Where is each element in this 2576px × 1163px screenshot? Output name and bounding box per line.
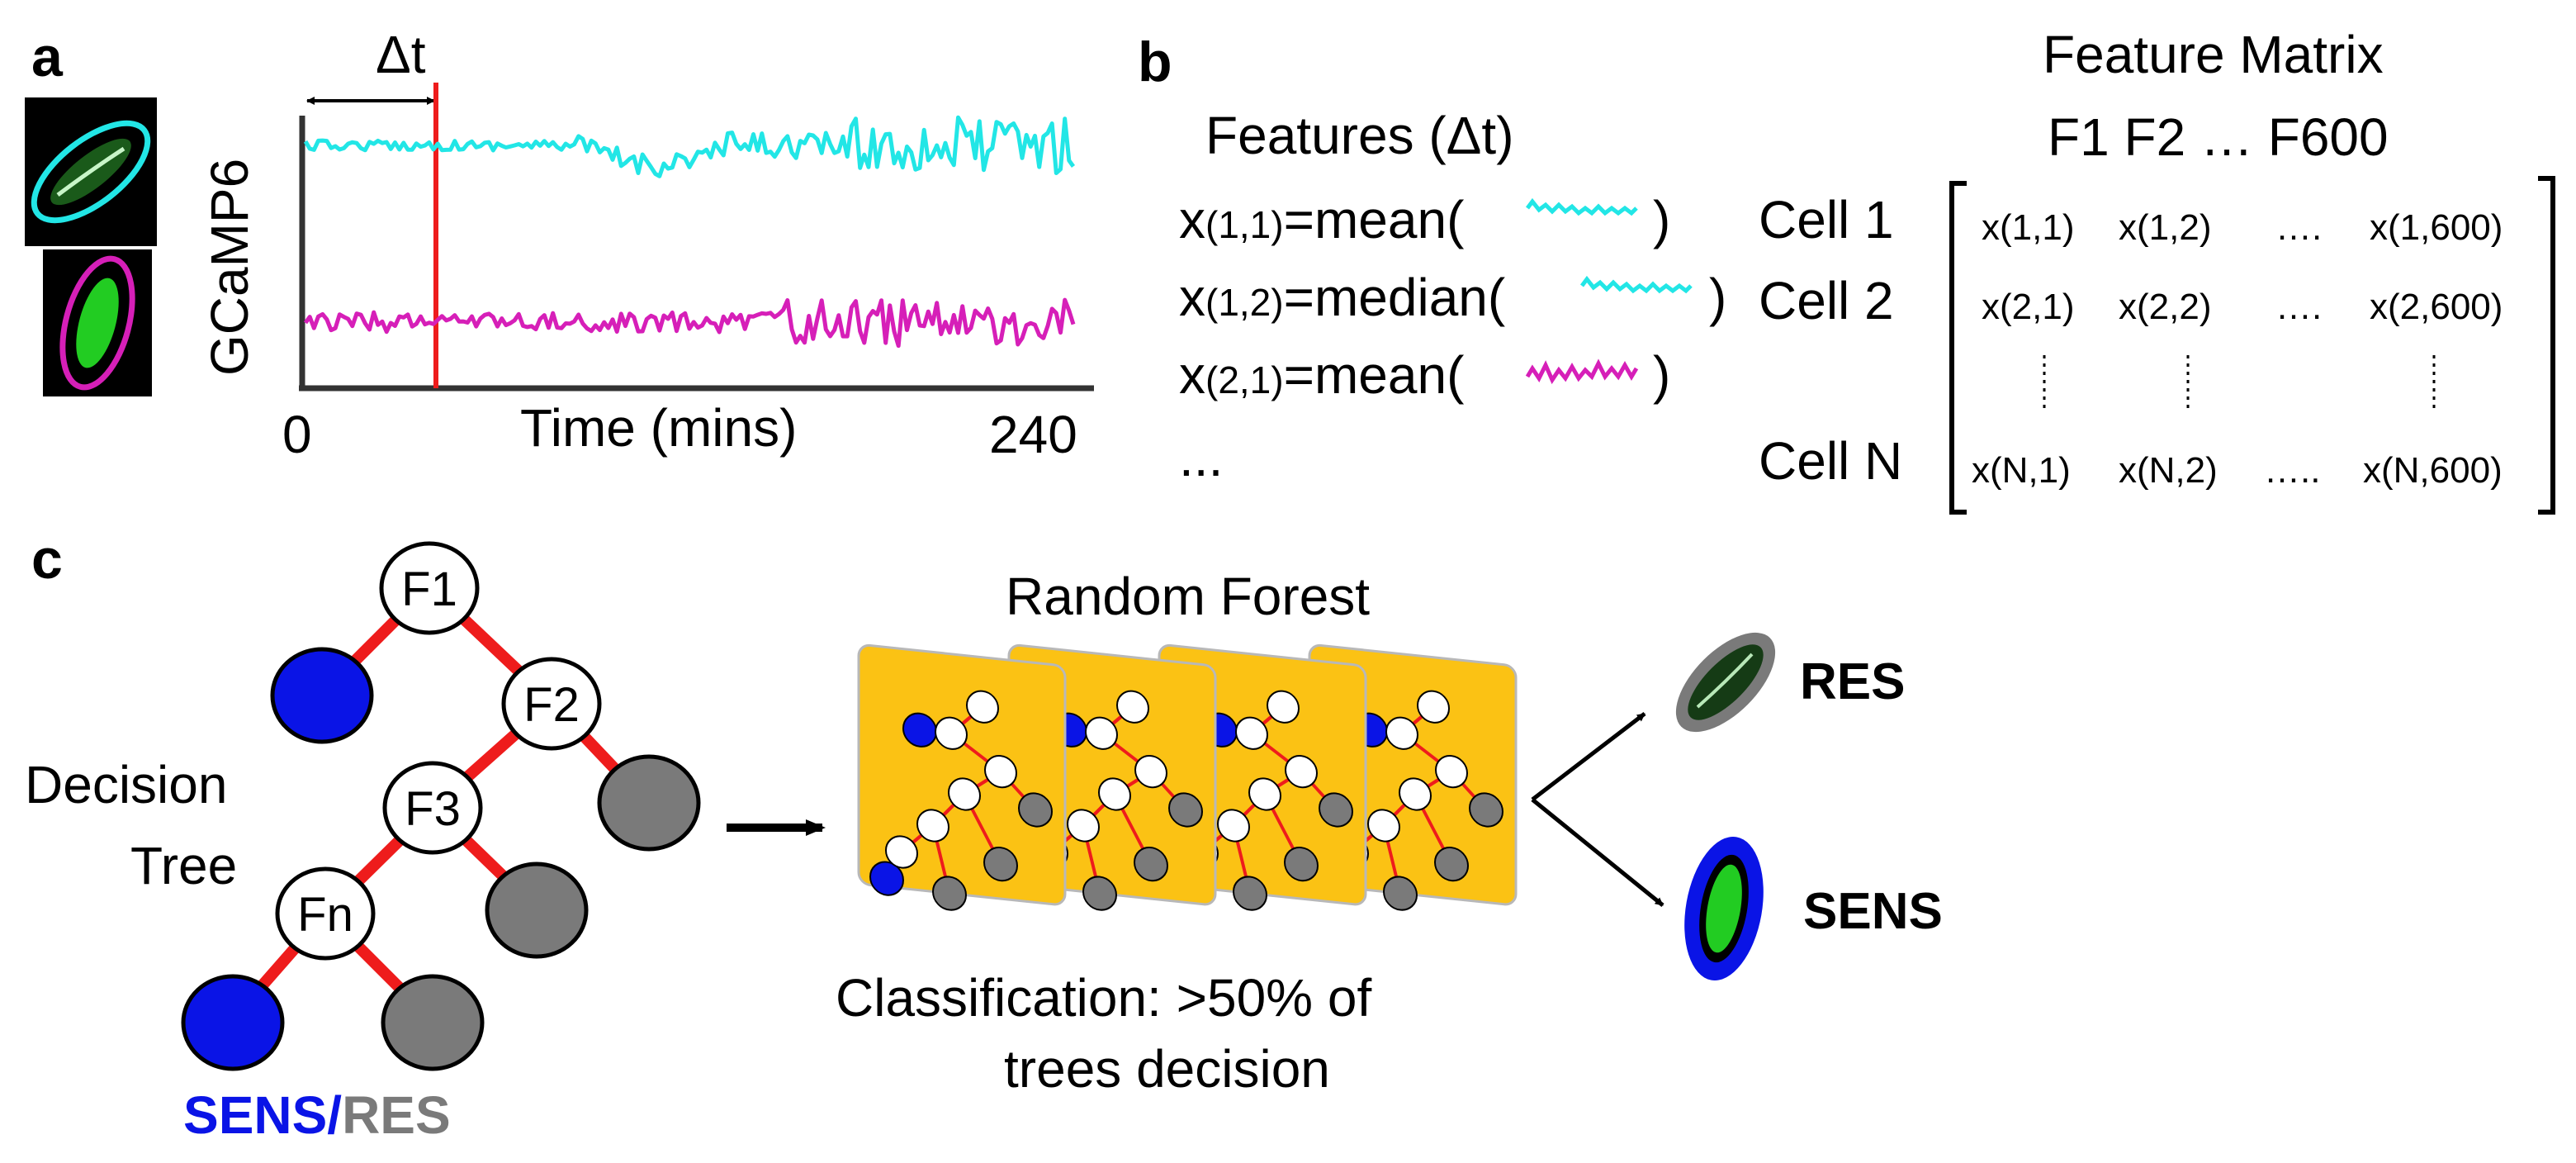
matrix-columns: F1 F2 … F600 bbox=[2048, 107, 2389, 167]
svg-text:Fn: Fn bbox=[297, 888, 353, 942]
x-tick-start: 0 bbox=[282, 405, 312, 464]
output-res-label: RES bbox=[1800, 653, 1905, 710]
features-ellipsis: ... bbox=[1179, 428, 1223, 487]
matrix-bracket-right bbox=[2538, 176, 2555, 515]
svg-text:): ) bbox=[1653, 190, 1670, 249]
leaf-res-f3 bbox=[485, 862, 589, 959]
svg-text:x(2,2): x(2,2) bbox=[2119, 287, 2211, 327]
feature-row-1: x(1,1)=mean( ) bbox=[1179, 190, 1670, 249]
matrix-vertical-dots bbox=[2043, 355, 2436, 410]
row-label-cell-n: Cell N bbox=[1759, 431, 1902, 491]
leaf-res-fn bbox=[381, 974, 485, 1071]
cell-thumbnail-magenta bbox=[43, 249, 152, 396]
svg-text:x(1,1)=mean(: x(1,1)=mean( bbox=[1179, 190, 1464, 249]
panel-c-label: c bbox=[31, 528, 63, 591]
leaf-sens-fn bbox=[181, 974, 285, 1071]
random-forest-cards bbox=[857, 643, 1518, 911]
node-fn bbox=[275, 866, 376, 961]
svg-text:x(1,600): x(1,600) bbox=[2370, 207, 2503, 248]
output-sens-label: SENS bbox=[1803, 883, 1943, 940]
matrix-bracket-left bbox=[1949, 181, 1967, 515]
tree-label-line1: Decision bbox=[25, 755, 227, 814]
svg-text:…..: ….. bbox=[2264, 450, 2320, 491]
svg-text:….: …. bbox=[2275, 287, 2322, 327]
decision-tree-nodes bbox=[181, 541, 701, 1071]
svg-text:x(N,2): x(N,2) bbox=[2119, 450, 2218, 491]
classification-line2: trees decision bbox=[1004, 1039, 1330, 1099]
magenta-trace bbox=[303, 297, 1076, 349]
matrix-row-2: x(2,1) x(2,2) …. x(2,600) bbox=[1982, 287, 2503, 327]
tree-label-line2: Tree bbox=[130, 836, 237, 895]
x-axis-label: Time (mins) bbox=[520, 398, 797, 458]
svg-text:x(2,600): x(2,600) bbox=[2370, 287, 2503, 327]
classification-line1: Classification: >50% of bbox=[836, 968, 1371, 1028]
delta-t-marker bbox=[306, 83, 438, 388]
output-arrows bbox=[1531, 712, 1664, 907]
svg-text:x(1,1): x(1,1) bbox=[1982, 207, 2074, 248]
svg-text:x(1,2): x(1,2) bbox=[2119, 207, 2211, 248]
matrix-title: Feature Matrix bbox=[2043, 25, 2384, 84]
trace-axes bbox=[299, 116, 1094, 392]
matrix-row-n: x(N,1) x(N,2) ….. x(N,600) bbox=[1972, 450, 2503, 491]
svg-text:x(2,1)=mean(: x(2,1)=mean( bbox=[1179, 345, 1464, 405]
row-label-cell-2: Cell 2 bbox=[1759, 271, 1894, 330]
output-cell-sens bbox=[1684, 836, 1764, 981]
cell-thumbnail-cyan bbox=[25, 97, 157, 246]
leaf-res-f2 bbox=[597, 754, 701, 852]
leaf-sens-top bbox=[270, 647, 374, 744]
features-title: Features (Δt) bbox=[1205, 106, 1514, 165]
row-label-cell-1: Cell 1 bbox=[1759, 190, 1894, 249]
svg-text:….: …. bbox=[2275, 207, 2322, 248]
matrix-row-1: x(1,1) x(1,2) …. x(1,600) bbox=[1982, 207, 2503, 248]
output-cell-res bbox=[1675, 632, 1776, 733]
panel-a-label: a bbox=[31, 26, 64, 88]
svg-text:F1: F1 bbox=[401, 563, 457, 616]
panel-b-label: b bbox=[1138, 31, 1172, 93]
svg-text:F3: F3 bbox=[405, 782, 461, 836]
svg-text:x(1,2)=median(: x(1,2)=median( bbox=[1179, 268, 1505, 327]
y-axis-label: GCaMP6 bbox=[200, 159, 259, 376]
forest-card-1 bbox=[857, 643, 1067, 911]
svg-text:): ) bbox=[1653, 345, 1670, 405]
node-f1 bbox=[379, 541, 480, 635]
forest-title: Random Forest bbox=[1006, 567, 1370, 626]
cyan-trace bbox=[303, 115, 1076, 178]
svg-text:x(N,600): x(N,600) bbox=[2363, 450, 2503, 491]
svg-text:x(2,1): x(2,1) bbox=[1982, 287, 2074, 327]
node-f2 bbox=[501, 657, 602, 751]
node-f3 bbox=[382, 761, 483, 855]
svg-text:x(N,1): x(N,1) bbox=[1972, 450, 2071, 491]
x-tick-end: 240 bbox=[989, 405, 1077, 464]
decision-tree-node-labels: F1 F2 F3 Fn bbox=[297, 563, 580, 942]
feature-row-3: x(2,1)=mean( ) bbox=[1179, 345, 1670, 405]
sens-res-legend: SENS/RES bbox=[183, 1085, 451, 1145]
svg-text:): ) bbox=[1709, 268, 1726, 327]
svg-text:F2: F2 bbox=[523, 678, 580, 732]
delta-t-label: Δt bbox=[376, 25, 426, 84]
feature-row-2: x(1,2)=median( ) bbox=[1179, 268, 1726, 327]
